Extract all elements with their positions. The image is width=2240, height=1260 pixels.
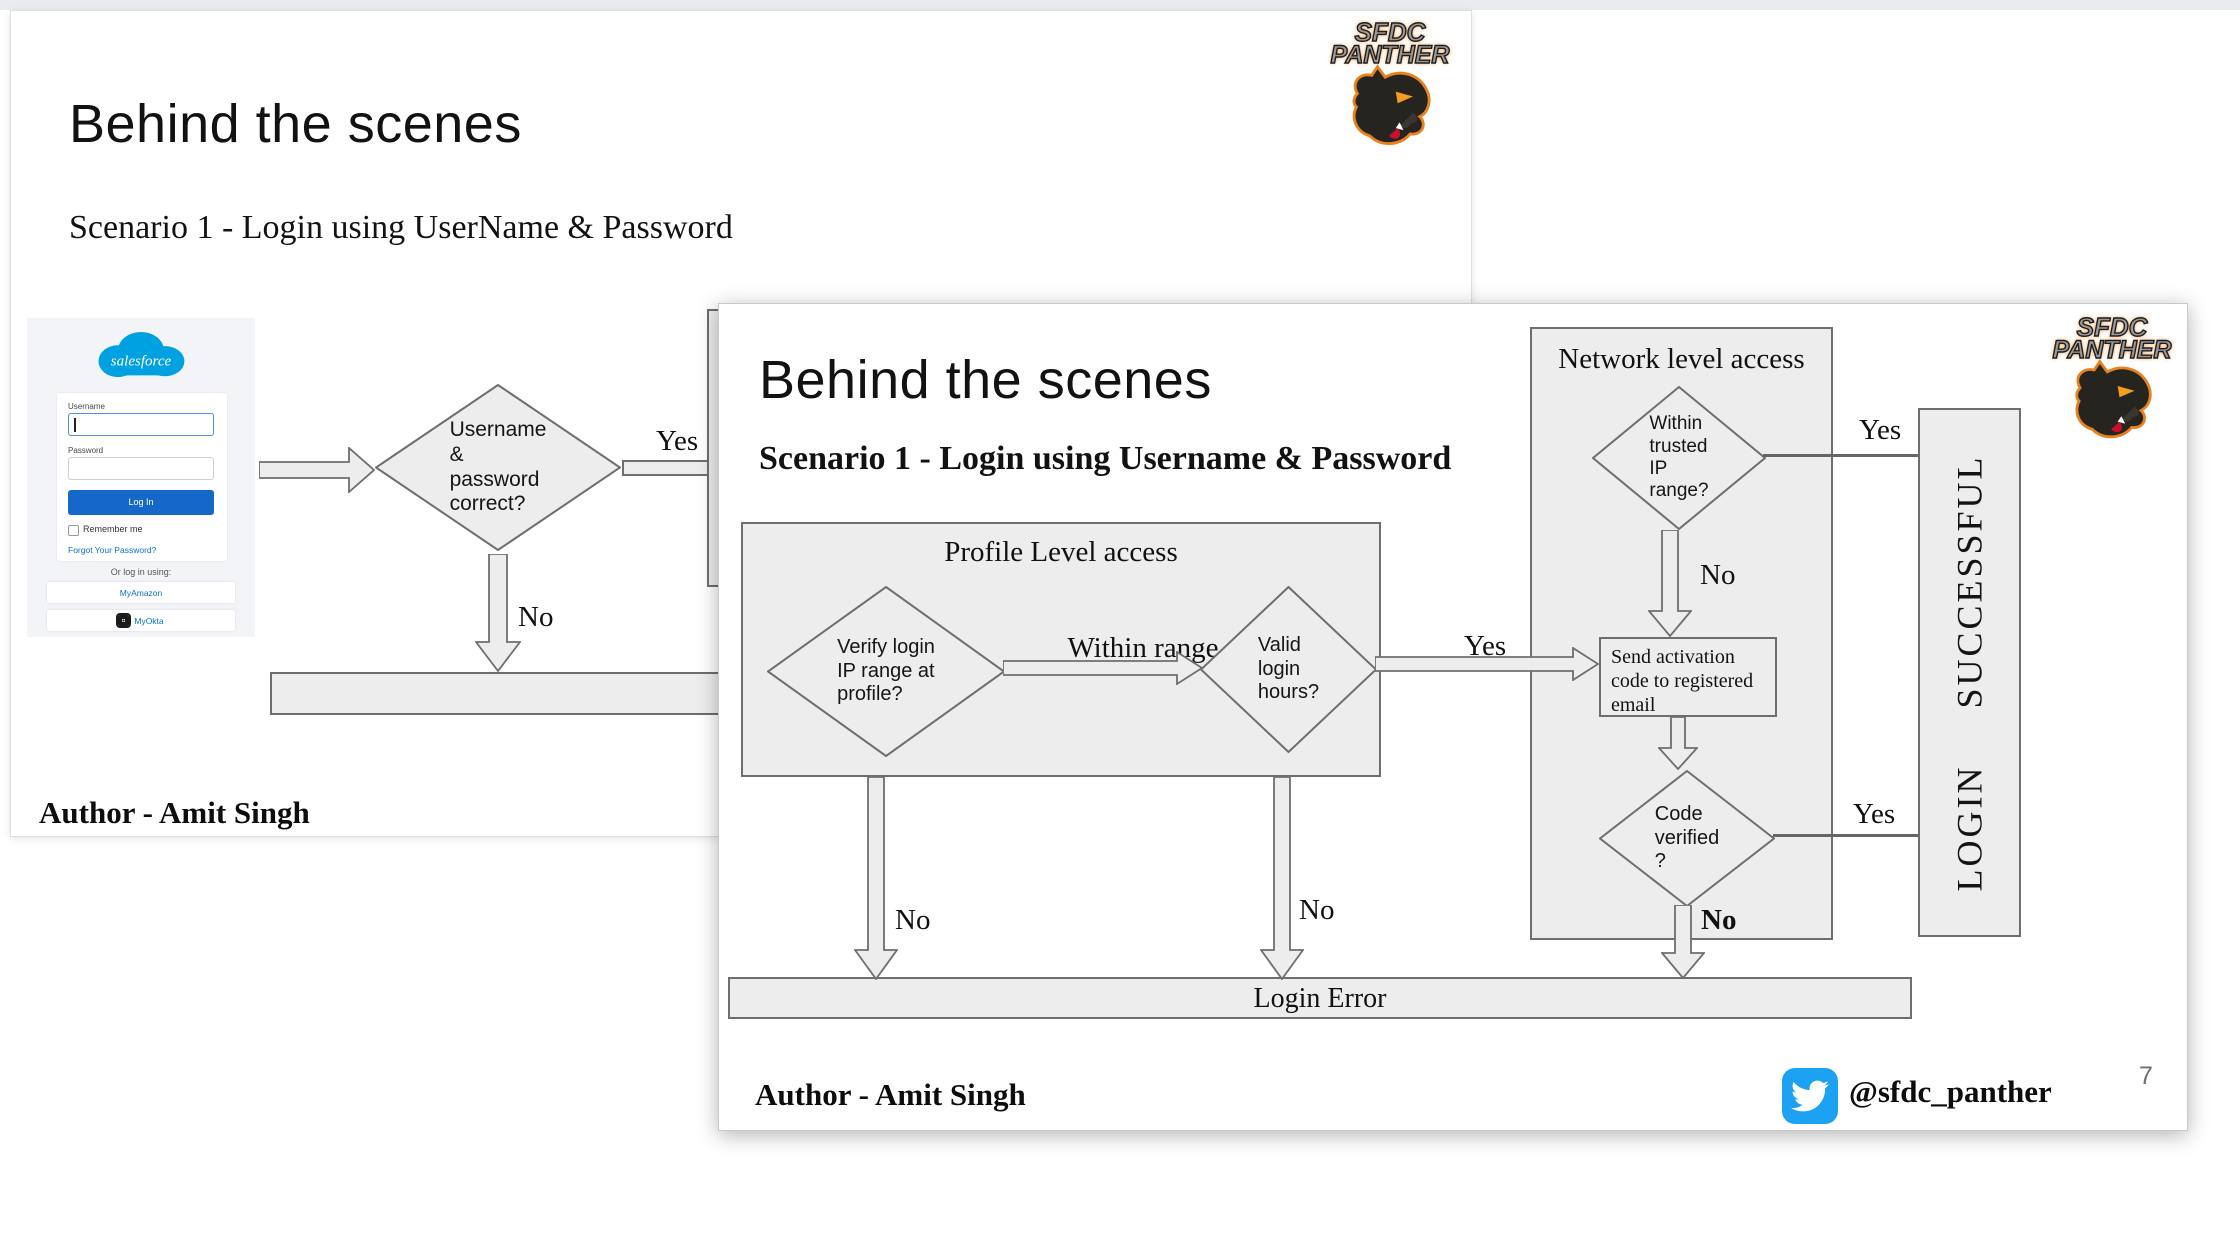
panther-head-icon-front: [2075, 359, 2152, 439]
within-range-label: Within range: [1067, 632, 1219, 664]
line-code-verified-yes: [1773, 834, 1919, 837]
network-level-access-box: Network level access Within trusted IP r…: [1530, 327, 1833, 940]
logo-word-sfdc-front: SFDC: [2076, 312, 2148, 342]
decision-trusted-ip: Within trusted IP range?: [1592, 386, 1766, 530]
login-error-bar: Login Error: [728, 977, 1912, 1019]
profile-no-left-label: No: [895, 904, 931, 936]
arrow-within-range: [1003, 651, 1203, 685]
network-box-label: Network level access: [1558, 343, 1805, 375]
arrow-send-to-code: [1658, 717, 1698, 770]
decision-trusted-ip-text: Within trusted IP range?: [1649, 413, 1709, 502]
send-activation-code-text: Send activation code to registered email: [1611, 646, 1754, 716]
page-title-front: Behind the scenes: [759, 350, 1212, 410]
salesforce-login-screenshot: salesforce Username Password Log In Reme…: [27, 318, 255, 637]
slide-subtitle-front: Scenario 1 - Login using Username & Pass…: [759, 440, 1452, 477]
text-caret: [74, 418, 76, 432]
login-button[interactable]: Log In: [68, 490, 214, 515]
provider-myokta-button[interactable]: MyOkta: [47, 610, 235, 631]
decision-verify-ip: Verify login IP range at profile?: [767, 586, 1005, 757]
canvas-top-strip: [0, 0, 2240, 10]
line-trusted-ip-yes: [1763, 454, 1919, 457]
decision-valid-hours-text: Valid login hours?: [1257, 634, 1320, 704]
or-login-using-label: Or log in using:: [110, 567, 172, 577]
profile-level-access-box: Profile Level access Verify login IP ran…: [741, 522, 1381, 777]
twitter-handle: @sfdc_panther: [1849, 1074, 2052, 1109]
login-card: Username Password Log In Remember me For…: [56, 392, 228, 562]
page-number: 7: [2139, 1062, 2153, 1090]
decision-valid-hours: Valid login hours?: [1200, 586, 1377, 753]
yes-label: Yes: [656, 425, 699, 457]
logo-word-panther-front: PANTHER: [2052, 336, 2172, 364]
front-slide: Behind the scenes Scenario 1 - Login usi…: [718, 303, 2188, 1131]
okta-icon: [116, 613, 132, 628]
twitter-icon: [1782, 1068, 1838, 1124]
login-error-text: Login Error: [1253, 983, 1387, 1014]
username-label: Username: [68, 402, 105, 411]
remember-me-label: Remember me: [83, 524, 143, 534]
panther-head-icon: [1352, 64, 1431, 145]
provider-myamazon-button[interactable]: MyAmazon: [47, 582, 235, 603]
send-activation-code-box: Send activation code to registered email: [1599, 637, 1777, 717]
arrow-yes-to-send: [1375, 647, 1599, 681]
no-label: No: [518, 601, 554, 633]
page-title: Behind the scenes: [69, 94, 522, 154]
decision-code-verified-text: Code verified ?: [1654, 803, 1720, 873]
logo-word-panther: PANTHER: [1330, 41, 1450, 69]
error-bar: [270, 672, 730, 715]
password-label: Password: [68, 446, 104, 455]
profile-box-label: Profile Level access: [944, 536, 1178, 568]
provider-myokta-label: MyOkta: [134, 615, 164, 626]
provider-myamazon-label: MyAmazon: [119, 587, 163, 598]
sfdc-panther-logo-front: SFDC PANTHER: [2037, 312, 2187, 450]
arrow-profile-no-left: [854, 777, 898, 980]
author-line: Author - Amit Singh: [39, 795, 310, 830]
trusted-ip-no-label: No: [1700, 559, 1736, 591]
password-input[interactable]: [68, 457, 214, 480]
code-verified-yes-label: Yes: [1853, 798, 1896, 830]
code-verified-no-label: No: [1701, 904, 1737, 936]
twitter-bird-icon: [1791, 1080, 1829, 1112]
author-line-front: Author - Amit Singh: [755, 1077, 1026, 1112]
forgot-password-link[interactable]: Forgot Your Password?: [68, 545, 157, 555]
arrow-login-to-decision: [259, 447, 375, 493]
decision-credentials: Username & password correct?: [375, 384, 621, 551]
yes-connector-bar: [622, 460, 710, 476]
profile-no-right-label: No: [1299, 894, 1335, 926]
arrow-code-verified-no: [1661, 905, 1705, 979]
slide-subtitle: Scenario 1 - Login using UserName & Pass…: [69, 209, 733, 246]
decision-code-verified: Code verified ?: [1599, 770, 1775, 907]
login-successful-box: LOGIN SUCCESSFUL: [1918, 408, 2021, 937]
logo-word-sfdc: SFDC: [1354, 17, 1426, 47]
salesforce-logo-text: salesforce: [111, 354, 172, 370]
arrow-trusted-ip-no: [1648, 530, 1692, 637]
decision-credentials-text: Username & password correct?: [449, 417, 547, 516]
trusted-ip-yes-label: Yes: [1859, 414, 1902, 446]
decision-verify-ip-text: Verify login IP range at profile?: [837, 636, 935, 706]
login-successful-text: LOGIN SUCCESSFUL: [1949, 453, 1990, 892]
arrow-credentials-no: [475, 554, 521, 672]
sfdc-panther-logo: SFDC PANTHER: [1314, 17, 1466, 157]
username-input[interactable]: [68, 413, 214, 436]
salesforce-cloud-logo: salesforce: [98, 331, 185, 378]
remember-me-checkbox[interactable]: [68, 525, 79, 536]
arrow-profile-no-right: [1260, 777, 1304, 980]
